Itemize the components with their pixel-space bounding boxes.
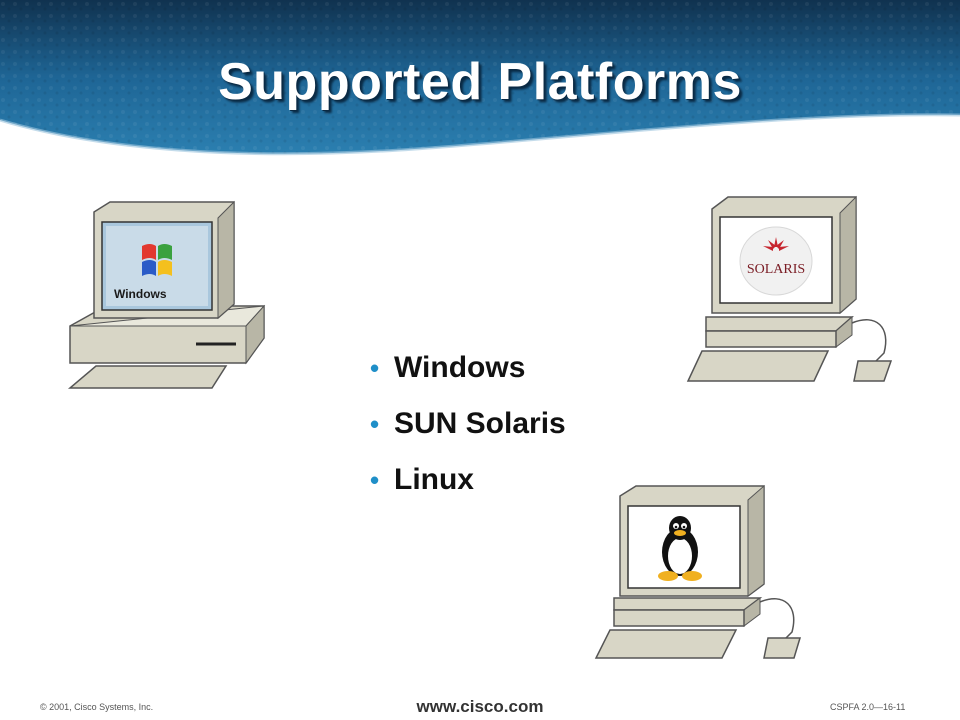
bullet-icon: • <box>370 353 380 383</box>
list-item: • Linux <box>370 458 566 514</box>
bullet-icon: • <box>370 465 380 495</box>
copyright-text: © 2001, Cisco Systems, Inc. <box>40 702 154 712</box>
windows-computer-image: Windows <box>67 200 266 389</box>
linux-computer-image <box>594 484 802 659</box>
title-banner <box>0 0 960 156</box>
website-link[interactable]: www.cisco.com <box>416 697 544 716</box>
bullet-label: Linux <box>394 463 474 496</box>
platform-list: • Windows • SUN Solaris • Linux <box>370 346 566 514</box>
solaris-computer-image: SOLARIS <box>686 195 893 382</box>
solaris-logo-text: SOLARIS <box>747 262 805 277</box>
windows-logo-text: Windows <box>114 287 167 301</box>
list-item: • SUN Solaris <box>370 402 566 458</box>
tux-penguin-icon <box>658 516 702 581</box>
bullet-icon: • <box>370 409 380 439</box>
bullet-label: Windows <box>394 351 526 384</box>
slide-title: Supported Platforms <box>218 53 742 111</box>
bullet-label: SUN Solaris <box>394 407 566 440</box>
list-item: • Windows <box>370 346 566 402</box>
course-code: CSPFA 2.0—16-11 <box>830 702 906 712</box>
